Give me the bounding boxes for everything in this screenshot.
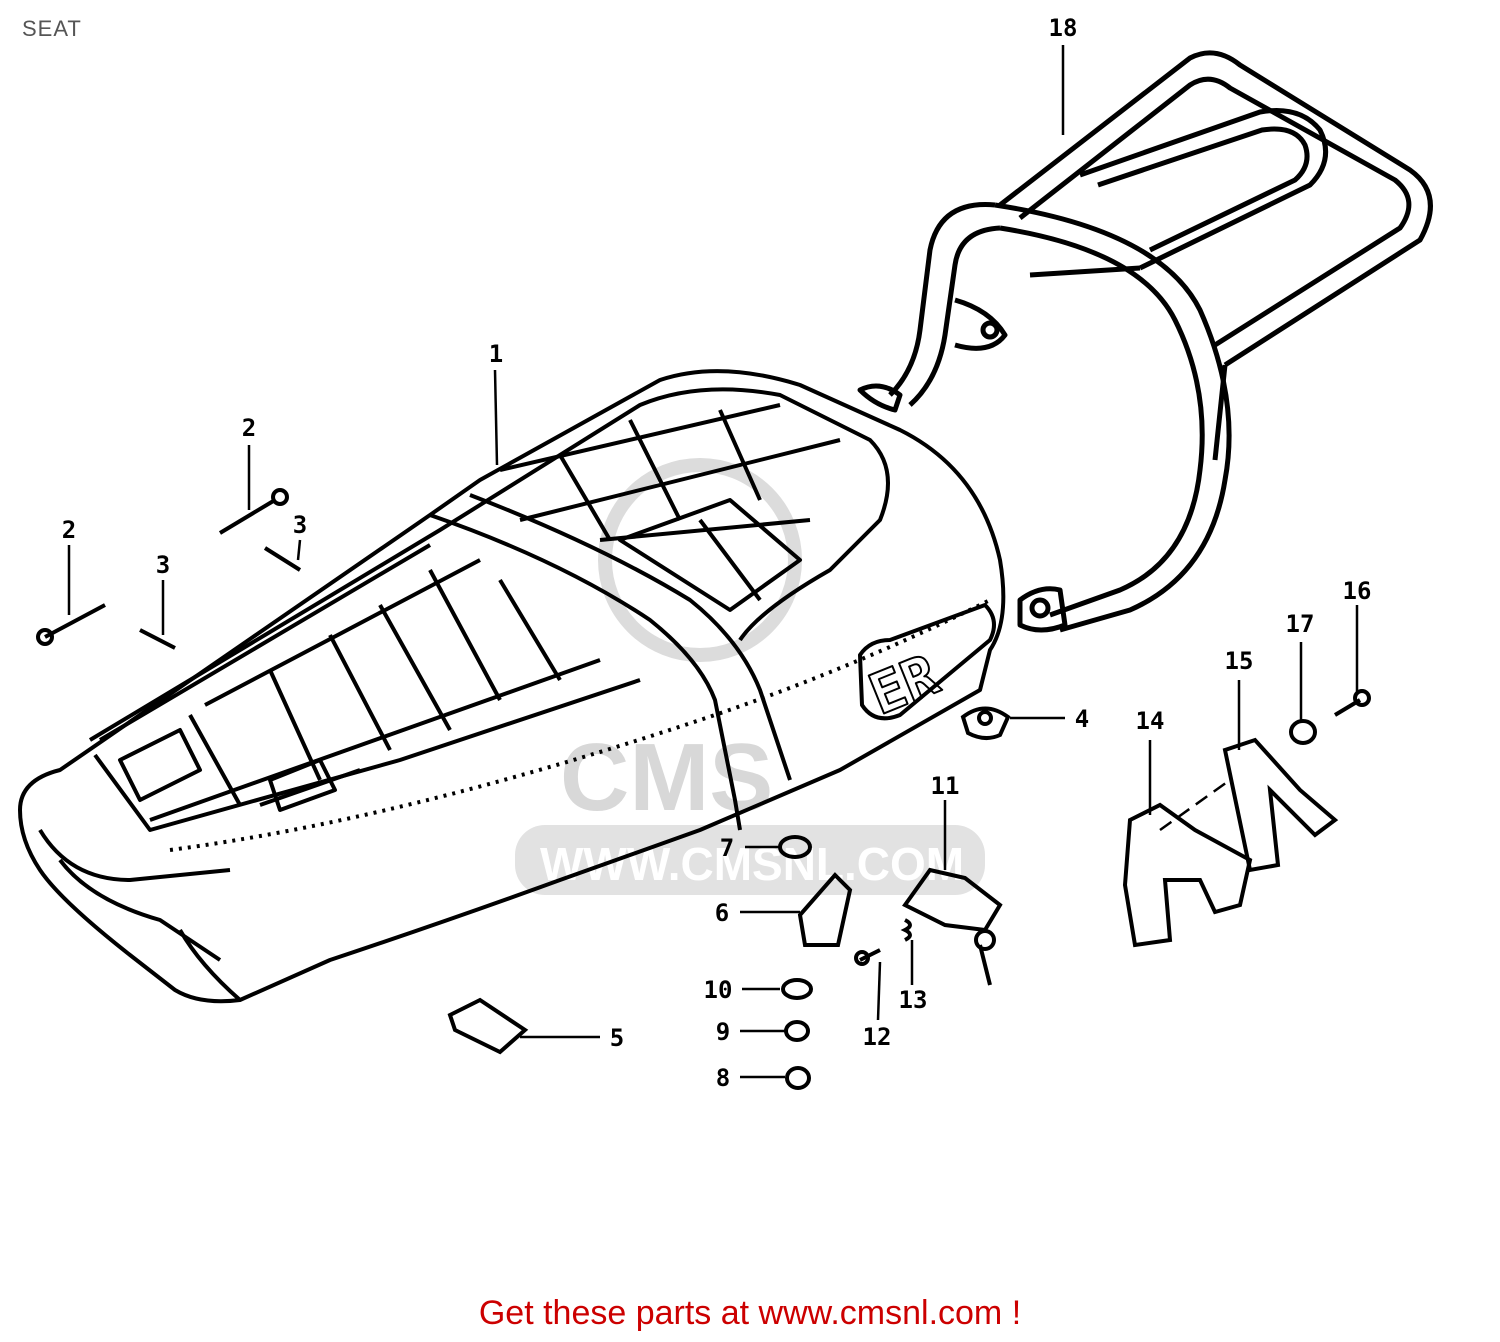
callout-2: 2	[242, 414, 256, 442]
leader-lines	[67, 45, 1359, 1079]
callout-labels: 1 2 2 3 3 4 5 6 7 8 9 10 11 12 13 14 15 …	[62, 14, 1372, 1092]
callout-3: 3	[156, 551, 170, 579]
callout-9: 9	[716, 1018, 730, 1046]
callout-3: 3	[293, 511, 307, 539]
callout-10: 10	[704, 976, 733, 1004]
callout-13: 13	[899, 986, 928, 1014]
callout-11: 11	[931, 772, 960, 800]
callout-5: 5	[610, 1024, 624, 1052]
callout-14: 14	[1136, 707, 1165, 735]
callout-7: 7	[720, 834, 734, 862]
callout-18: 18	[1049, 14, 1078, 42]
seat: ER	[18, 369, 1006, 1004]
page-title: SEAT	[22, 16, 82, 41]
callout-4: 4	[1075, 705, 1089, 733]
small-parts	[36, 488, 1371, 1090]
callout-8: 8	[716, 1064, 730, 1092]
callout-2: 2	[62, 516, 76, 544]
callout-12: 12	[863, 1023, 892, 1051]
footer-link[interactable]: Get these parts at www.cmsnl.com !	[478, 1294, 1022, 1332]
callout-17: 17	[1286, 610, 1315, 638]
callout-16: 16	[1343, 577, 1372, 605]
luggage-rack	[857, 50, 1433, 633]
watermark-logo: CMS	[560, 724, 773, 831]
callout-6: 6	[715, 899, 729, 927]
callout-1: 1	[489, 340, 503, 368]
callout-15: 15	[1225, 647, 1254, 675]
